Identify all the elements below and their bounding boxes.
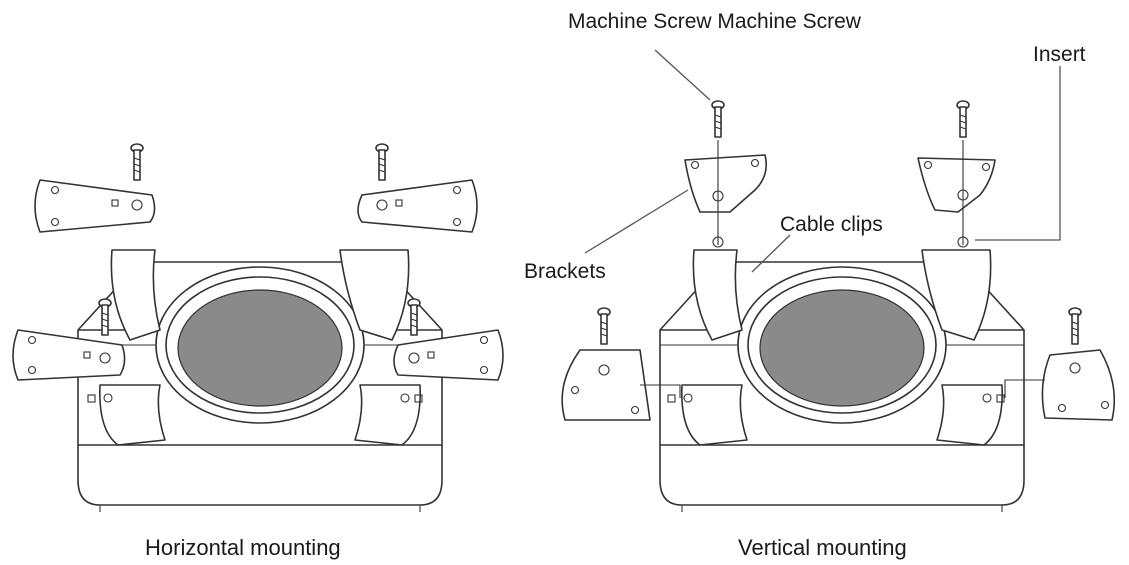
- leader-cable-clips: [751, 234, 791, 273]
- vertical-mounting-caption: Vertical mounting: [738, 535, 907, 560]
- leader-brackets: [584, 189, 689, 254]
- bracket: [684, 154, 768, 213]
- bracket: [1041, 349, 1116, 421]
- bracket: [561, 349, 651, 421]
- lens-pad: [759, 289, 925, 407]
- brackets-label: Brackets: [524, 260, 606, 283]
- leader-insert: [975, 66, 1061, 241]
- leader-machine-screw: [654, 49, 711, 101]
- cable-clips-label: Cable clips: [780, 213, 883, 236]
- vertical-mount-unit: [561, 49, 1116, 512]
- bracket: [12, 329, 126, 381]
- horizontal-mount-unit: [12, 143, 504, 512]
- horizontal-mounting-caption: Horizontal mounting: [145, 535, 341, 560]
- bracket: [357, 179, 478, 233]
- bracket: [393, 329, 504, 381]
- machine-screw-label: Machine Screw Machine Screw: [568, 10, 861, 33]
- bracket: [917, 157, 996, 213]
- bracket: [34, 179, 156, 233]
- lens-pad: [177, 289, 343, 407]
- insert-label: Insert: [1033, 43, 1086, 66]
